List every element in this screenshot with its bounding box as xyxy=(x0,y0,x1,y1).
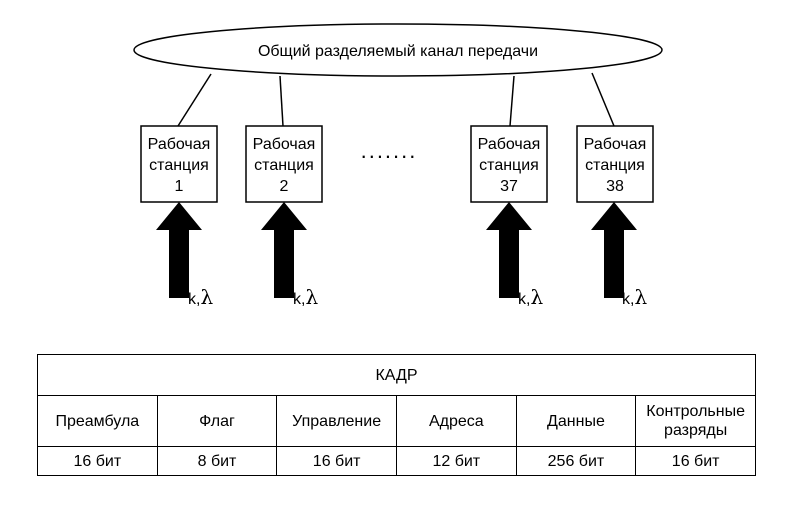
workstation-label-line2: станция xyxy=(479,157,539,174)
workstation-number: 38 xyxy=(606,178,624,195)
connection-line-2 xyxy=(279,75,284,127)
workstation-label-line1: Рабочая xyxy=(478,136,541,153)
shared-channel-ellipse xyxy=(133,23,663,77)
workstation-label-line1: Рабочая xyxy=(584,136,647,153)
frame-field-size: 12 бит xyxy=(395,446,517,476)
frame-field-name: Преамбула xyxy=(37,395,158,447)
input-arrow-2 xyxy=(261,202,307,298)
workstation-label-line2: станция xyxy=(585,157,645,174)
frame-field-name: Адреса xyxy=(395,395,517,447)
frame-field-name: Данные xyxy=(515,395,637,447)
frame-field-name: Управление xyxy=(276,395,397,447)
frame-field-size: 16 бит xyxy=(37,446,158,476)
input-rate-label-1: k,λ xyxy=(188,285,213,309)
frame-field-size: 256 бит xyxy=(515,446,637,476)
connection-line-37 xyxy=(509,75,515,127)
shared-channel-label: Общий разделяемый канал передачи xyxy=(258,43,538,60)
input-rate-label-37: k,λ xyxy=(518,285,543,309)
workstation-number: 2 xyxy=(280,178,289,195)
frame-field-size: 16 бит xyxy=(635,446,756,476)
input-arrow-38 xyxy=(591,202,637,298)
connection-line-1 xyxy=(177,73,212,127)
frame-field-name: Контрольные разряды xyxy=(635,395,756,447)
connection-line-38 xyxy=(591,72,615,127)
workstation-2: Рабочая станция 2 xyxy=(245,125,323,203)
frame-sizes-row: 16 бит 8 бит 16 бит 12 бит 256 бит 16 би… xyxy=(37,446,756,476)
workstation-label-line1: Рабочая xyxy=(148,136,211,153)
frame-title-row: КАДР xyxy=(37,354,756,396)
input-rate-label-38: k,λ xyxy=(622,285,647,309)
stations-ellipsis: ....... xyxy=(361,138,418,163)
workstation-number: 1 xyxy=(175,178,184,195)
workstation-number: 37 xyxy=(500,178,518,195)
workstation-1: Рабочая станция 1 xyxy=(140,125,218,203)
workstation-label-line1: Рабочая xyxy=(253,136,316,153)
frame-title: КАДР xyxy=(37,354,756,396)
workstation-label-line2: станция xyxy=(254,157,314,174)
workstation-label-line2: станция xyxy=(149,157,209,174)
frame-field-size: 16 бит xyxy=(276,446,397,476)
frame-fields-row: Преамбула Флаг Управление Адреса Данные … xyxy=(37,395,756,447)
workstation-37: Рабочая станция 37 xyxy=(470,125,548,203)
input-arrow-1 xyxy=(156,202,202,298)
input-rate-label-2: k,λ xyxy=(293,285,318,309)
frame-field-size: 8 бит xyxy=(156,446,278,476)
input-arrow-37 xyxy=(486,202,532,298)
frame-structure-table: КАДР Преамбула Флаг Управление Адреса Да… xyxy=(37,354,756,476)
workstation-38: Рабочая станция 38 xyxy=(576,125,654,203)
frame-field-name: Флаг xyxy=(156,395,278,447)
